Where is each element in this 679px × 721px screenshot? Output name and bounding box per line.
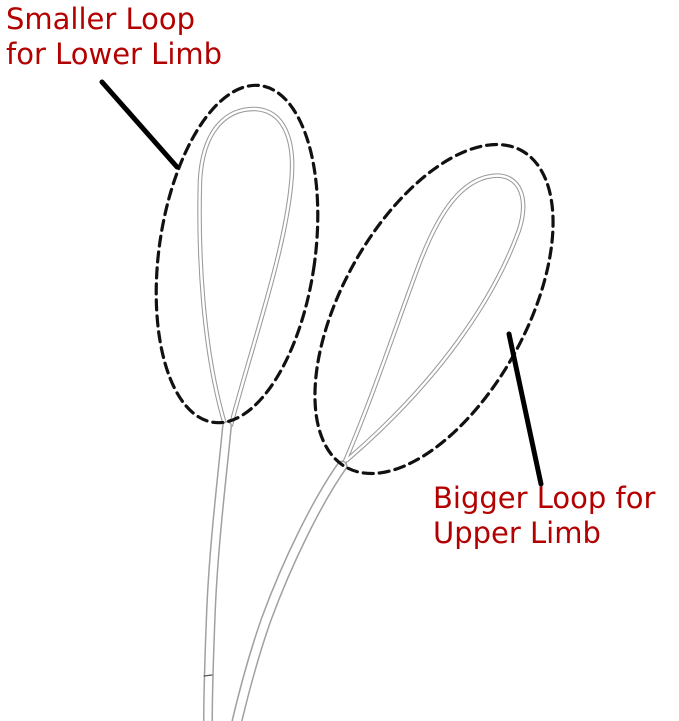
small-loop-label: Smaller Loop for Lower Limb bbox=[6, 2, 222, 72]
big-loop-string bbox=[340, 173, 526, 469]
small-loop-pointer-line bbox=[99, 79, 180, 170]
big-loop-label-line1: Bigger Loop for bbox=[433, 481, 656, 515]
big-loop-dashed-ellipse bbox=[313, 142, 555, 476]
big-loop-label-line2: Upper Limb bbox=[433, 516, 601, 550]
small-loop-string bbox=[197, 106, 295, 431]
small-loop-cord bbox=[203, 421, 232, 721]
small-loop-dashed-ellipse bbox=[154, 83, 320, 425]
small-loop-label-line2: for Lower Limb bbox=[6, 37, 223, 71]
small-loop-label-line1: Smaller Loop bbox=[6, 2, 196, 36]
big-loop-cord bbox=[231, 460, 348, 721]
big-loop-label: Bigger Loop for Upper Limb bbox=[433, 481, 655, 551]
big-loop-pointer-line bbox=[506, 331, 544, 487]
